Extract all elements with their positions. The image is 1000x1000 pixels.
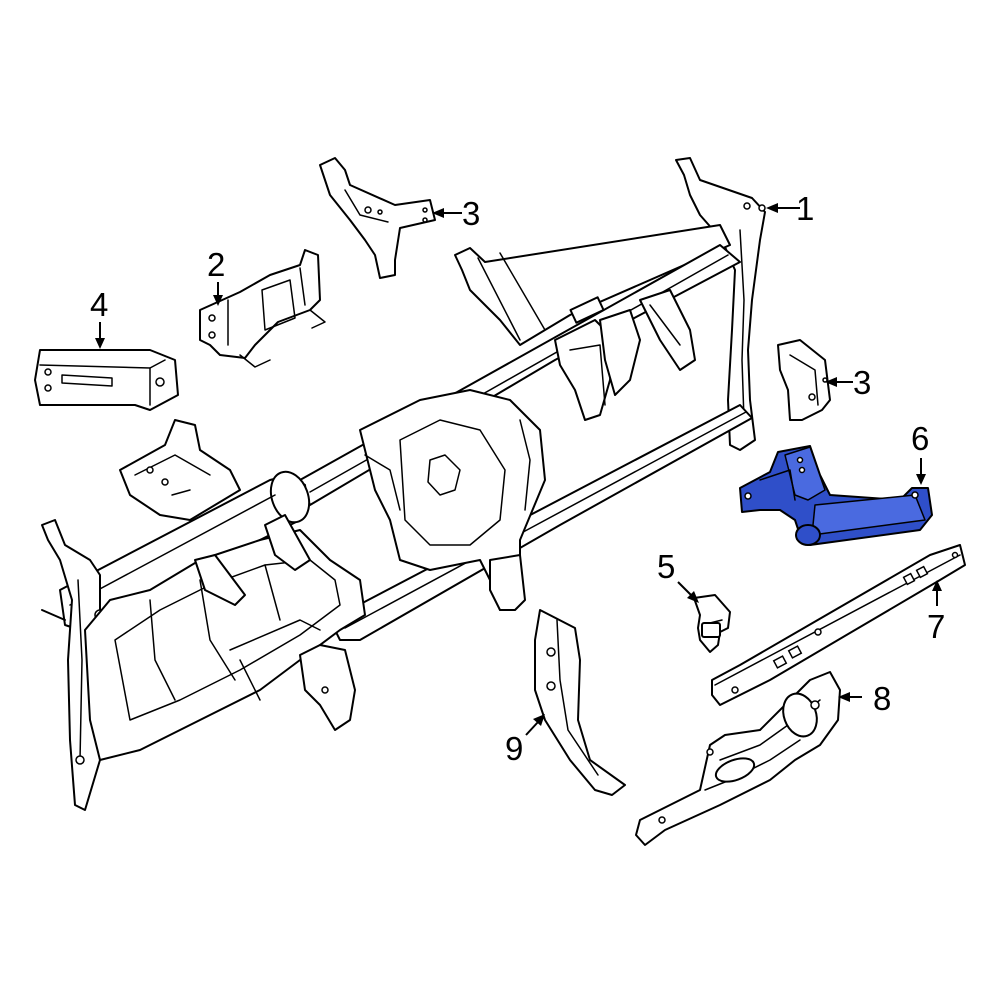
callout-8-label: 8 [873, 680, 891, 717]
callout-8-arrowhead [838, 692, 850, 702]
callout-3a-label: 3 [462, 195, 480, 232]
part-3-bracket-top[interactable] [319, 157, 436, 279]
callout-5-label: 5 [657, 548, 675, 585]
callout-1-arrowhead [766, 203, 778, 213]
callout-5-arrow [677, 581, 693, 597]
part-6-highlighted-brace[interactable] [739, 445, 933, 546]
part-8-bracket[interactable] [635, 671, 841, 846]
callout-2-arrowhead [213, 295, 223, 306]
callout-6-label: 6 [911, 420, 929, 457]
callout-7-arrowhead [932, 580, 942, 591]
callout-9-arrow [525, 721, 539, 736]
callout-2-label: 2 [207, 246, 225, 283]
part-2-bracket[interactable] [199, 249, 326, 368]
part-4-bracket[interactable] [34, 349, 179, 411]
callout-3a-arrowhead [432, 208, 444, 218]
part-1-frame[interactable] [41, 157, 766, 811]
callout-4-arrowhead [95, 338, 105, 349]
callout-9-arrowhead [533, 714, 545, 726]
callout-5-arrowhead [687, 591, 699, 603]
callout-1-label: 1 [796, 190, 814, 227]
callout-9-label: 9 [505, 730, 523, 767]
callout-3b-arrowhead [825, 377, 837, 387]
callout-7-label: 7 [927, 608, 945, 645]
callout-3b-label: 3 [853, 364, 871, 401]
part-3-bracket-right[interactable] [777, 339, 831, 421]
callout-6-arrowhead [916, 474, 926, 485]
part-5-clip[interactable] [693, 594, 731, 653]
part-7-rail[interactable] [711, 544, 966, 706]
callout-4-label: 4 [90, 286, 108, 323]
part-9-brace[interactable] [534, 609, 626, 796]
